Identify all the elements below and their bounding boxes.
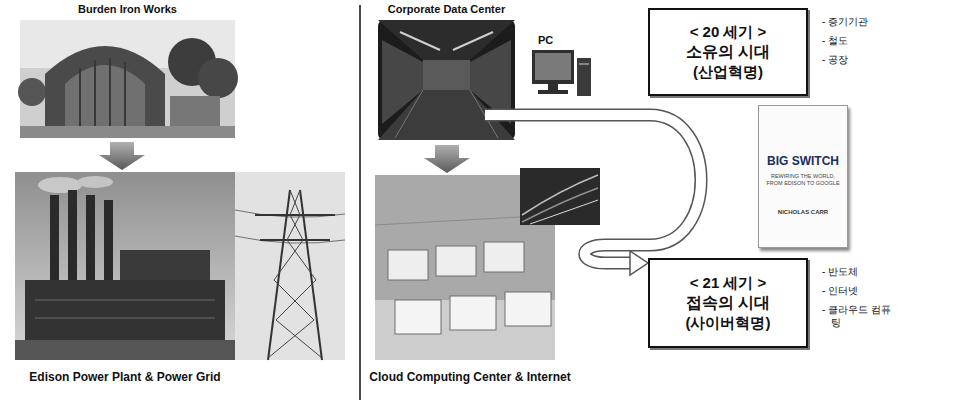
- pc-picture: [538, 90, 568, 94]
- power-grid-photo: [268, 190, 314, 358]
- data-center-photo: [378, 20, 515, 140]
- power-plant-photo: [25, 280, 225, 340]
- down-arrow: [424, 145, 470, 173]
- power-grid-photo: [235, 172, 345, 360]
- network-cable-photo: [522, 175, 598, 215]
- power-plant-photo: [35, 318, 215, 319]
- power-plant-photo: [104, 200, 113, 290]
- photo-caption: Corporate Data Center: [364, 3, 529, 17]
- power-plant-photo: [15, 172, 235, 360]
- iron-works-photo: [45, 46, 165, 138]
- bullet-item: - 인터넷: [822, 285, 911, 298]
- bullet-item: - 철도: [822, 35, 911, 48]
- pc-picture: [548, 84, 558, 90]
- book-cover: BIG SWITCH REWIRING THE WORLD, FROM EDISO…: [758, 105, 848, 248]
- power-plant-photo: [50, 195, 59, 290]
- data-center-photo: [378, 20, 515, 140]
- iron-works-photo: [20, 126, 235, 138]
- pc-picture: [532, 50, 591, 96]
- pc-picture: [532, 50, 574, 84]
- era-heading: < 21 세기 >: [690, 273, 767, 293]
- power-grid-photo: [260, 239, 330, 241]
- iron-works-photo: [18, 78, 46, 106]
- bullet-item: - 증기기관: [822, 16, 911, 29]
- cloud-center-photo: [395, 300, 441, 334]
- transition-arrow: [630, 251, 648, 275]
- down-arrow: [99, 142, 145, 170]
- network-cable-photo: [530, 200, 598, 224]
- era-title: 소유의 시대: [686, 42, 770, 63]
- pc-picture: [535, 53, 571, 80]
- book-subtitle: REWIRING THE WORLD, FROM EDISON TO GOOGL…: [763, 173, 843, 187]
- divider-line: [359, 5, 361, 400]
- photo-caption: Cloud Computing Center & Internet: [350, 370, 590, 385]
- power-plant-photo: [15, 172, 235, 360]
- power-grid-photo: [235, 236, 345, 243]
- network-cable-photo: [520, 168, 600, 225]
- era-subtitle: (산업혁명): [693, 62, 763, 82]
- data-center-photo: [395, 90, 423, 138]
- divider-line: [360, 5, 361, 400]
- pc-picture: [577, 58, 591, 96]
- data-center-photo: [400, 32, 440, 50]
- book-author: NICHOLAS CARR: [778, 209, 828, 217]
- iron-works-photo: [198, 58, 238, 98]
- network-cable-photo: [520, 168, 600, 225]
- cloud-center-photo: [388, 250, 428, 280]
- pc-picture: [579, 63, 589, 65]
- data-center-photo: [453, 32, 493, 50]
- bullet-item: - 반도체: [822, 266, 911, 279]
- era-title: 접속의 시대: [686, 293, 770, 314]
- cloud-center-photo: [450, 296, 496, 330]
- device-label: PC: [538, 34, 568, 48]
- cloud-center-photo: [505, 292, 551, 326]
- data-center-photo: [423, 60, 470, 90]
- cloud-center-photo: [484, 242, 524, 272]
- down-arrow: [424, 145, 470, 173]
- power-grid-photo: [235, 172, 345, 360]
- bullet-item: - 클라우드 컴퓨팅: [822, 304, 893, 329]
- cloud-center-photo: [436, 246, 476, 276]
- photo-caption: Edison Power Plant & Power Grid: [5, 370, 245, 385]
- power-plant-photo: [35, 300, 215, 301]
- power-plant-photo: [15, 340, 235, 360]
- bullet-item: - 공장: [822, 54, 911, 67]
- photo-caption: Burden Iron Works: [20, 3, 235, 17]
- book-title: BIG SWITCH: [767, 154, 839, 170]
- power-plant-photo: [68, 190, 77, 290]
- transition-arrow: [485, 115, 701, 275]
- power-plant-photo: [77, 176, 113, 188]
- era-box: < 21 세기 >접속의 시대(사이버혁명): [648, 258, 808, 348]
- iron-works-photo: [18, 20, 238, 138]
- era-heading: < 20 세기 >: [690, 22, 767, 42]
- era-box: < 20 세기 >소유의 시대(산업혁명): [648, 8, 808, 96]
- down-arrow: [99, 142, 145, 170]
- power-plant-photo: [86, 195, 95, 290]
- network-cable-photo: [522, 188, 598, 222]
- power-grid-photo: [235, 210, 345, 217]
- data-center-photo: [382, 40, 423, 124]
- power-plant-photo: [120, 250, 210, 285]
- transition-arrow: [485, 115, 701, 263]
- era-subtitle: (사이버혁명): [686, 313, 771, 333]
- power-grid-photo: [255, 214, 335, 216]
- transition-arrow: [485, 115, 701, 263]
